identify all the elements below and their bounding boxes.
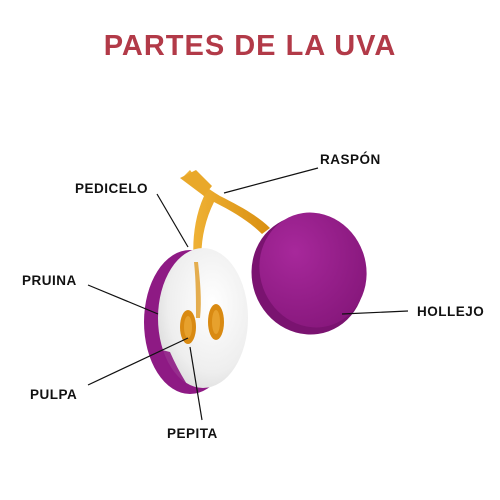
diagram-title: PARTES DE LA UVA [103, 30, 397, 62]
cut-grape [144, 248, 248, 394]
raspon-leader [223, 167, 319, 194]
label-pedicelo: PEDICELO [75, 181, 149, 196]
hollejo-leader [341, 310, 409, 315]
pepita-leader [189, 346, 203, 421]
label-pepita: PEPITA [167, 426, 218, 441]
pulpa-leader [87, 337, 189, 386]
pruina-leader [87, 284, 159, 315]
label-hollejo: HOLLEJO [417, 304, 485, 319]
leader-lines [87, 167, 409, 421]
whole-grape [251, 212, 367, 335]
label-pruina: PRUINA [22, 273, 77, 288]
label-raspon: RASPÓN [320, 152, 381, 167]
stem [180, 170, 270, 262]
pedicelo-leader [156, 193, 189, 248]
label-pulpa: PULPA [30, 387, 78, 402]
